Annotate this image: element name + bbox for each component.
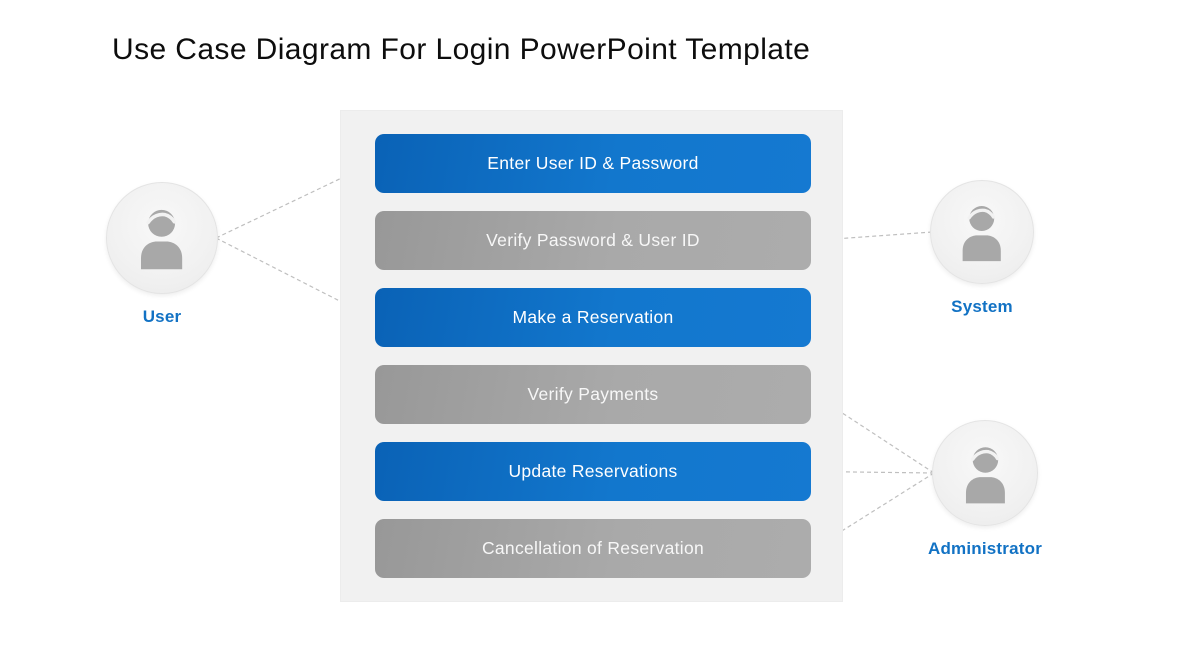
use-case-label: Make a Reservation: [512, 307, 674, 327]
person-icon: [930, 180, 1034, 284]
use-case-label: Enter User ID & Password: [487, 153, 699, 173]
use-case-verify-payments: Verify Payments: [375, 365, 811, 424]
use-case-cancellation-of-reservation: Cancellation of Reservation: [375, 519, 811, 578]
actor-user: User: [86, 182, 238, 327]
use-case-enter-user-id-password: Enter User ID & Password: [375, 134, 811, 193]
use-case-label: Verify Password & User ID: [486, 230, 700, 250]
actor-administrator: Administrator: [912, 420, 1058, 559]
use-case-label: Verify Payments: [527, 384, 659, 404]
use-case-label: Cancellation of Reservation: [481, 538, 705, 558]
use-case-label: Update Reservations: [508, 461, 678, 481]
actor-user-label: User: [142, 307, 182, 326]
use-case-verify-password-user-id: Verify Password & User ID: [375, 211, 811, 270]
actor-system: System: [922, 180, 1042, 317]
actor-system-label: System: [951, 297, 1013, 316]
person-icon: [932, 420, 1038, 526]
use-case-make-a-reservation: Make a Reservation: [375, 288, 811, 347]
use-case-update-reservations: Update Reservations: [375, 442, 811, 501]
person-icon: [106, 182, 218, 294]
use-case-panel: Enter User ID & Password Verify Password…: [340, 110, 843, 602]
actor-administrator-label: Administrator: [927, 539, 1043, 558]
page-title: Use Case Diagram For Login PowerPoint Te…: [112, 33, 811, 66]
